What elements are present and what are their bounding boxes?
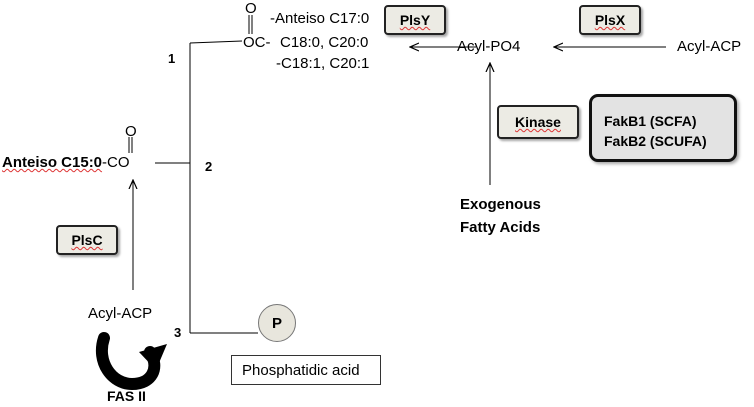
mid-carbonyl-oxygen: O: [125, 123, 137, 140]
phosphatidic-acid-box: Phosphatidic acid: [231, 355, 381, 385]
top-chain-line3: -C18:1, C20:1: [276, 55, 370, 72]
backbone-top-bond: [189, 40, 243, 44]
fas-cycle-arrowhead: [139, 344, 167, 370]
position-2-label: 2: [205, 159, 213, 174]
exogenous-line1: Exogenous: [460, 196, 541, 213]
position-3-label: 3: [174, 325, 182, 340]
kinase-enzyme-box: Kinase: [497, 105, 579, 139]
acyl-acp-left-label: Acyl-ACP: [88, 305, 153, 322]
phosphate-label: P: [271, 314, 282, 332]
phosphate-circle: P: [258, 304, 296, 342]
plsy-enzyme-box: PlsY: [384, 5, 446, 35]
top-chain-line1: -Anteiso C17:0: [270, 10, 370, 27]
fakb-box: FakB1 (SCFA) FakB2 (SCUFA): [589, 94, 737, 162]
mid-chain-label: Anteiso C15:0-CO: [2, 154, 130, 171]
plsy-label: PlsY: [399, 12, 431, 28]
fakb2-label: FakB2 (SCUFA): [604, 133, 707, 149]
kinase-label: Kinase: [515, 114, 561, 130]
top-carbonyl-oxygen: O: [245, 0, 257, 17]
acyl-acp-right-label: Acyl-ACP: [677, 38, 742, 55]
acyl-po4-label: Acyl-PO4: [457, 38, 521, 55]
position-1-label: 1: [168, 51, 176, 66]
mid-chain-bold: Anteiso C15:0: [2, 154, 103, 171]
plsx-enzyme-box: PlsX: [579, 5, 641, 35]
fas-cycle-arrow: [96, 332, 161, 391]
top-ester-oc: OC-: [243, 34, 271, 51]
mid-chain-suffix: -CO: [102, 154, 130, 171]
plsc-enzyme-box: PlsC: [56, 225, 118, 255]
plsc-label: PlsC: [71, 232, 103, 248]
fakb1-label: FakB1 (SCFA): [604, 113, 697, 129]
phosphatidic-acid-label: Phosphatidic acid: [242, 362, 360, 379]
plsx-label: PlsX: [594, 12, 626, 28]
top-chain-line2: C18:0, C20:0: [280, 34, 369, 51]
fas-ii-label: FAS II: [107, 388, 146, 404]
exogenous-line2: Fatty Acids: [460, 219, 541, 236]
